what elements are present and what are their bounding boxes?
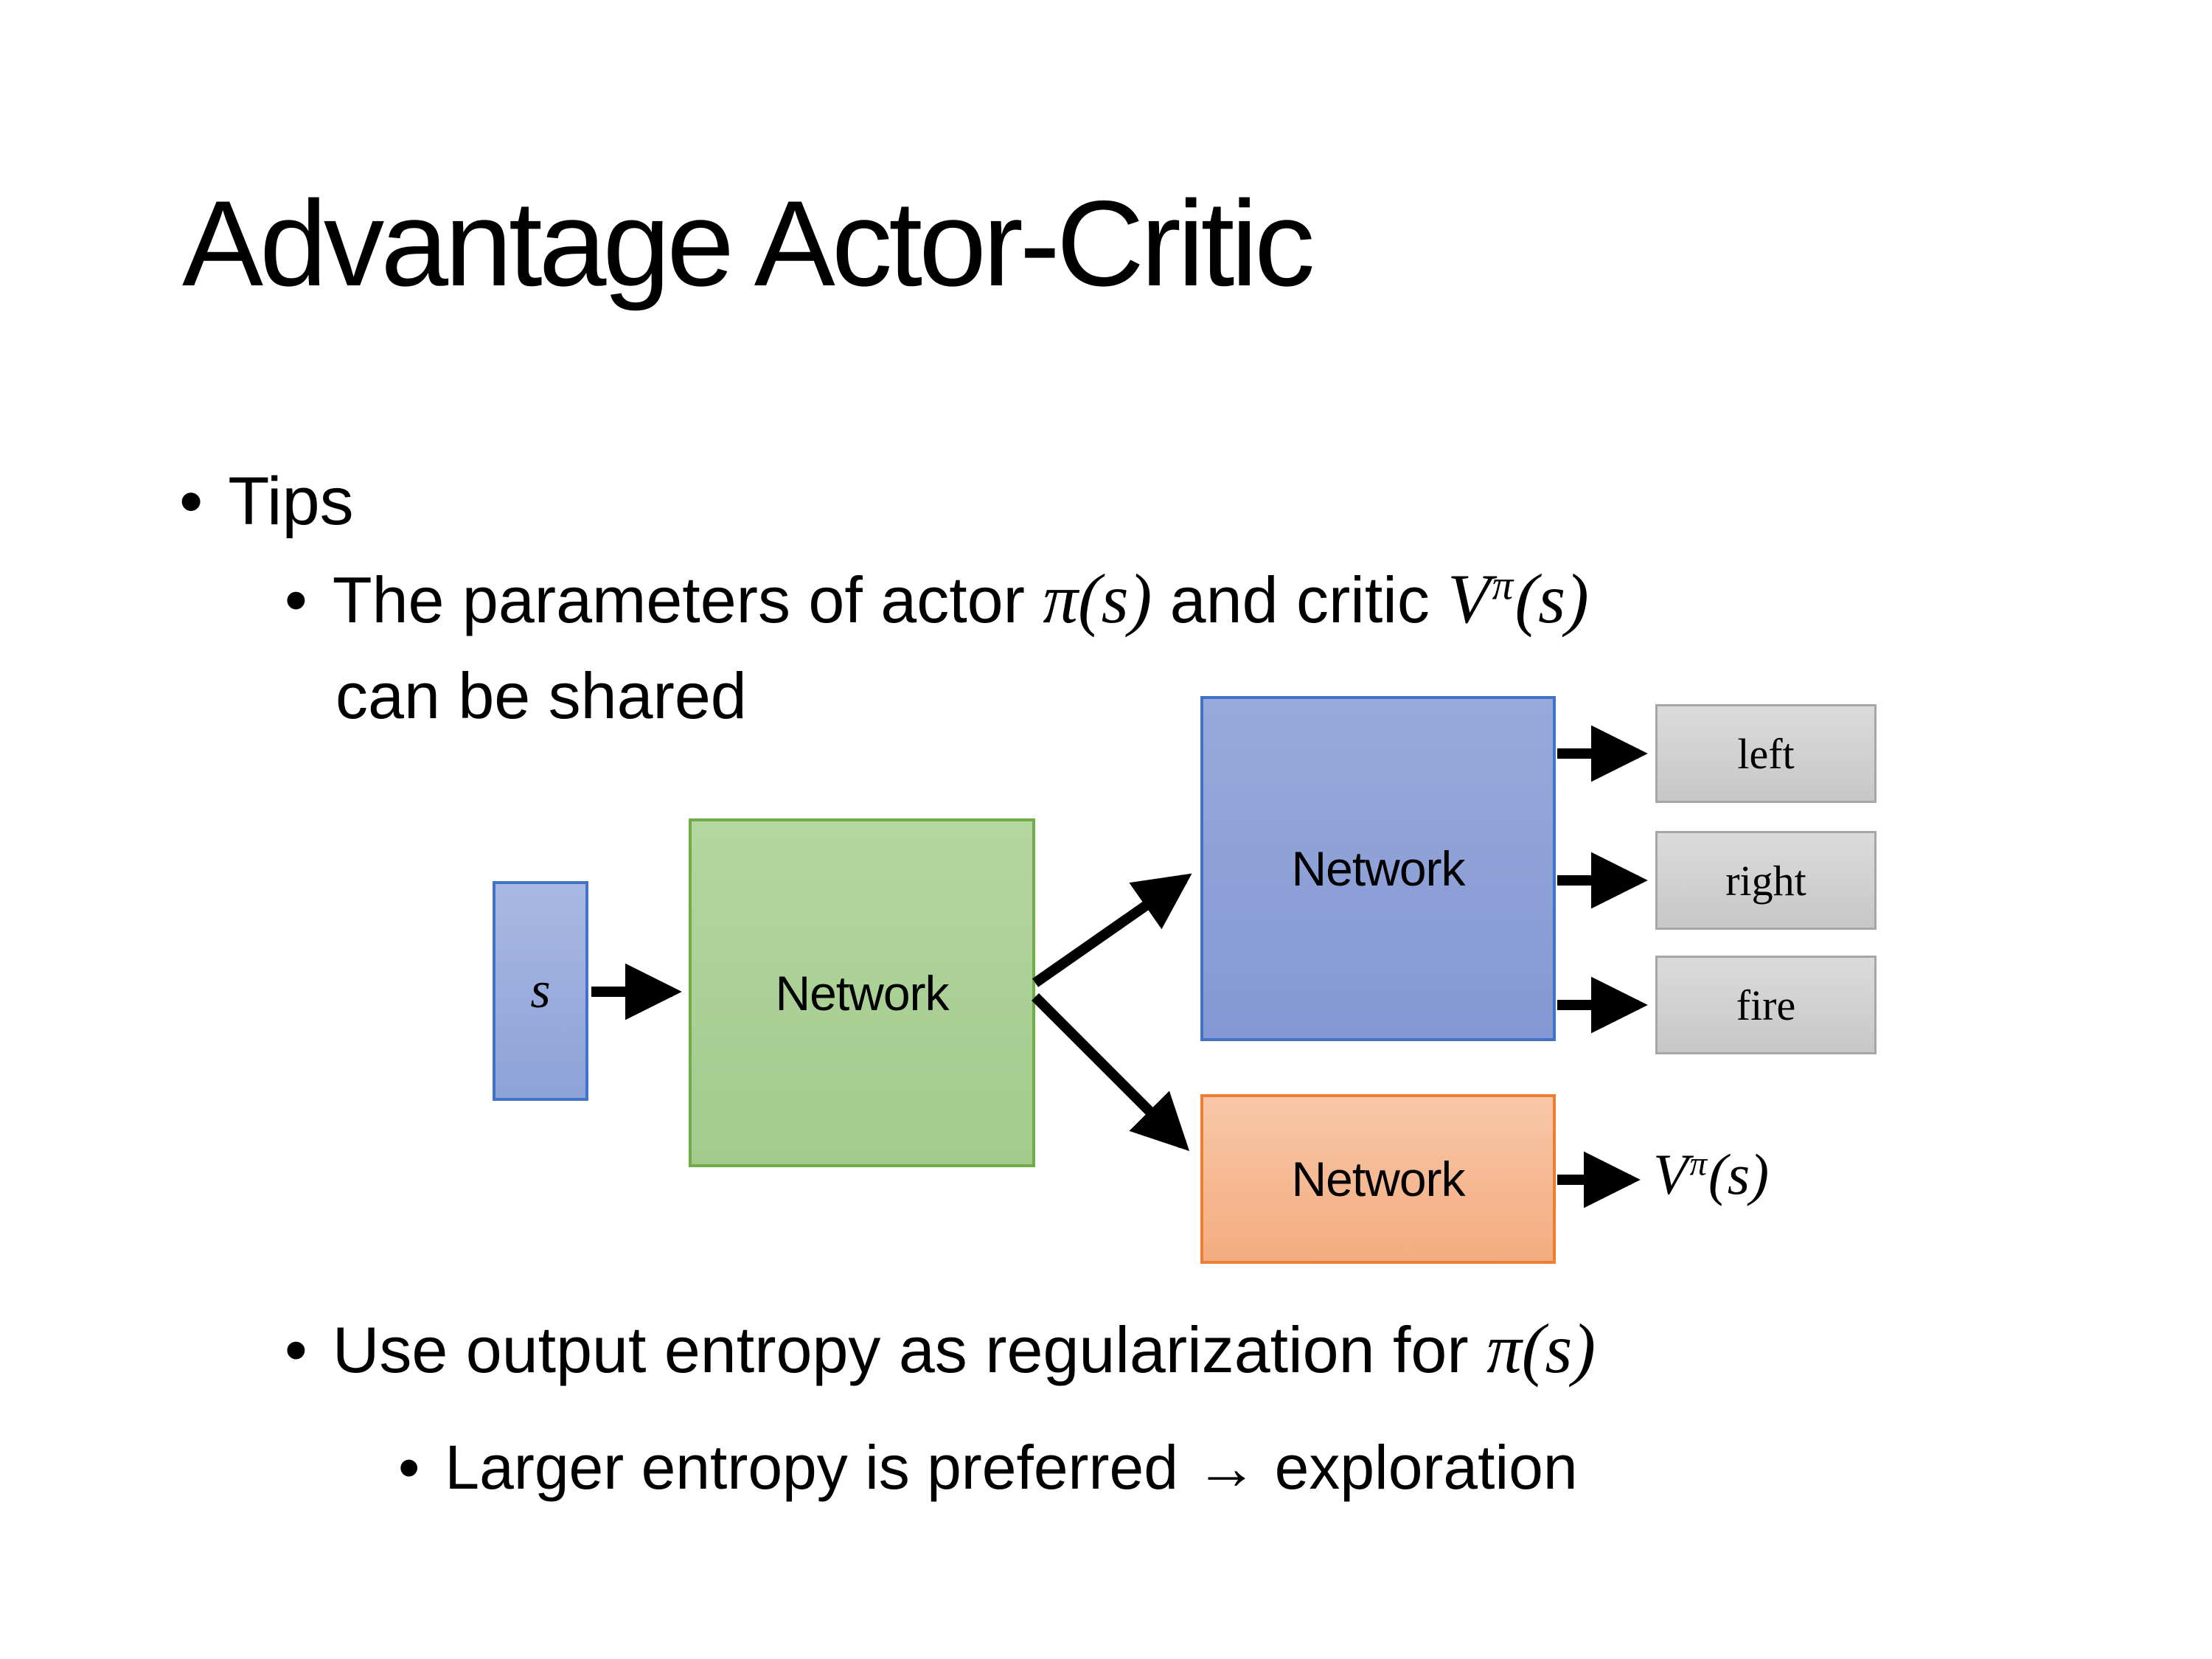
critic-network-label: Network	[1291, 1152, 1465, 1206]
bullet-icon: •	[285, 1313, 307, 1386]
actor-network-box: Network	[1200, 696, 1556, 1041]
bullet-entropy: • Use output entropy as regularization f…	[285, 1309, 1596, 1389]
arrow-shared-to-critic	[1032, 993, 1190, 1152]
bullet-tips: • Tips	[179, 463, 354, 541]
action-left-label: left	[1737, 729, 1795, 778]
bullet-shared-text: The parameters of actor π(s) and critic …	[333, 559, 1589, 639]
entropy-pre-text: Use output entropy as regularization for	[332, 1313, 1487, 1386]
critic-value-math: Vπ(s)	[1447, 560, 1589, 638]
bullet-exploration: • Larger entropy is preferred → explorat…	[398, 1432, 1578, 1503]
bullet-shared-params: • The parameters of actor π(s) and criti…	[285, 559, 1589, 639]
shared-line2-text: can be shared	[335, 659, 747, 732]
bullet-icon: •	[285, 563, 307, 636]
critic-network-box: Network	[1200, 1094, 1556, 1264]
shared-mid-text: and critic	[1152, 563, 1448, 636]
actor-network-label: Network	[1291, 841, 1465, 896]
action-box-right: right	[1655, 831, 1877, 930]
shared-pre-text: The parameters of actor	[332, 563, 1043, 636]
value-output-label: Vπ(s)	[1653, 1142, 1770, 1206]
actor-policy-math: π(s)	[1043, 560, 1152, 638]
state-label: s	[530, 962, 551, 1019]
page-title: Advantage Actor-Critic	[182, 175, 1315, 311]
arrow-shared-to-actor	[1032, 873, 1192, 987]
action-box-left: left	[1655, 704, 1877, 803]
bullet-entropy-text: Use output entropy as regularization for…	[333, 1309, 1596, 1389]
entropy-policy-math: π(s)	[1486, 1310, 1596, 1388]
action-box-fire: fire	[1655, 956, 1877, 1054]
shared-network-box: Network	[689, 818, 1035, 1167]
bullet-shared-params-line2: can be shared	[335, 658, 747, 733]
bullet-tips-label: Tips	[228, 464, 354, 539]
shared-network-label: Network	[775, 965, 949, 1020]
bullet-icon: •	[398, 1433, 420, 1502]
action-fire-label: fire	[1736, 981, 1796, 1029]
bullet-exploration-label: Larger entropy is preferred → exploratio…	[445, 1433, 1578, 1502]
action-right-label: right	[1725, 856, 1806, 905]
bullet-icon: •	[179, 464, 204, 539]
state-box: s	[493, 881, 588, 1101]
